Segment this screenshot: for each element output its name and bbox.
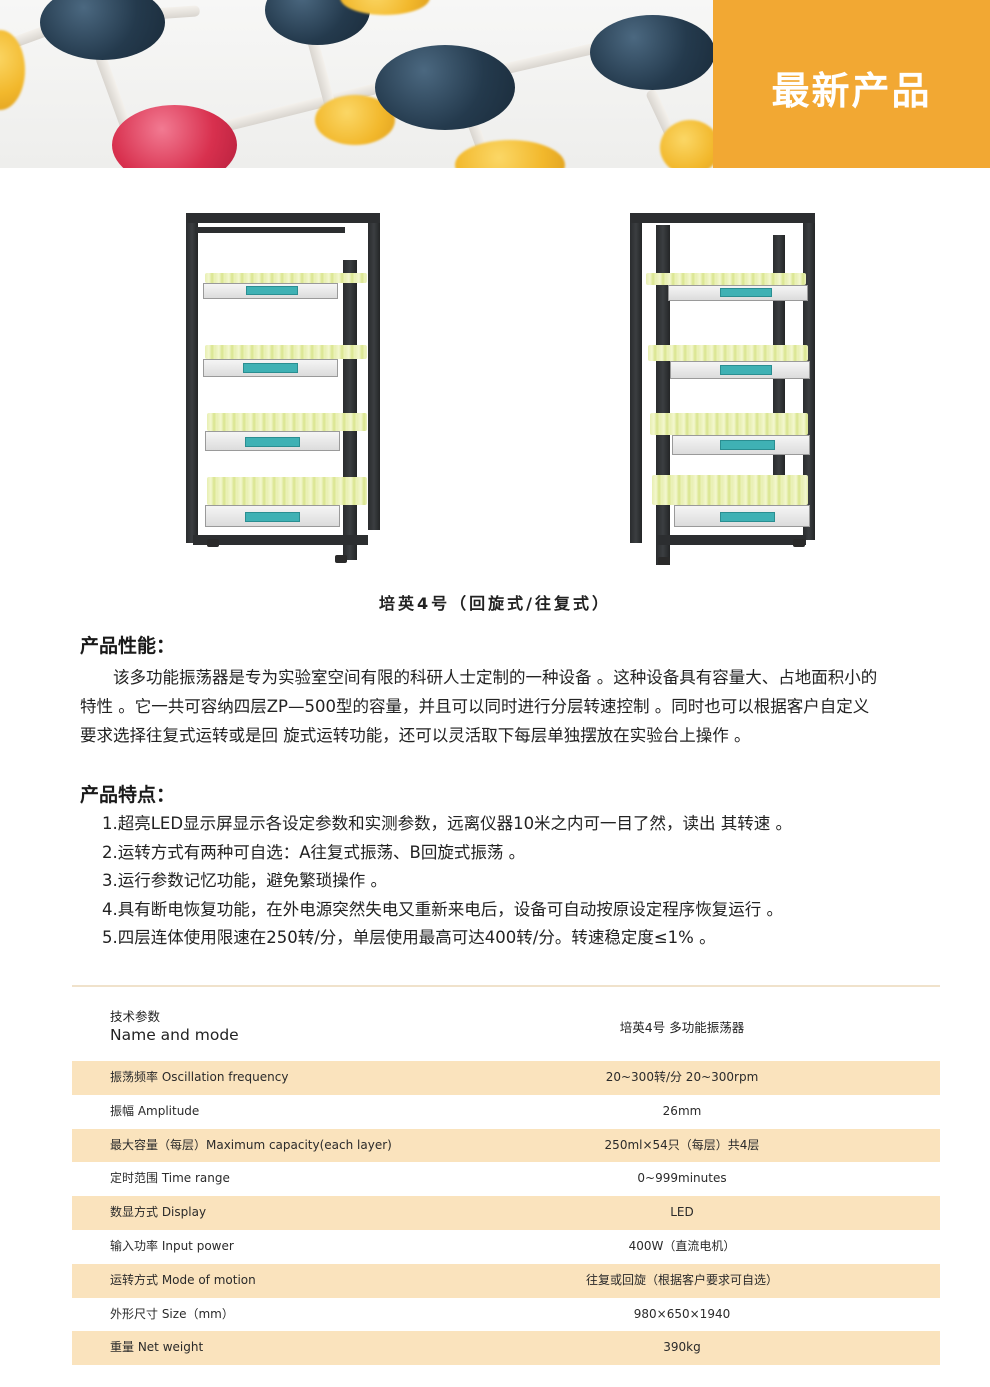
spec-name: 数显方式 Display [110, 1205, 207, 1220]
table-row: 运转方式 Mode of motion 往复或回旋（根据客户要求可自选） [72, 1263, 940, 1298]
table-row: 重量 Net weight 390kg [72, 1331, 940, 1366]
feature-item: 2.运转方式有两种可自选：A往复式振荡、B回旋式振荡 。 [102, 842, 526, 862]
flask-row [207, 413, 367, 431]
table-row: 定时范围 Time range 0~999minutes [72, 1162, 940, 1196]
spec-name: 振荡频率 Oscillation frequency [110, 1070, 289, 1084]
rack-post [630, 223, 642, 543]
performance-line-text: 要求选择往复式运转或是回 旋式运转功能，还可以灵活取下每层单独摆放在实验台上操作… [80, 726, 751, 745]
molecule-banner-image [0, 0, 713, 168]
spec-value: 390kg [663, 1340, 701, 1355]
performance-line-text: 特性 。它一共可容纳四层ZP—500型的容量，并且可以同时进行分层转速控制 。同… [80, 697, 870, 716]
molecule-atom [590, 15, 713, 90]
spec-table-header: 技术参数 Name and mode 培英4号 多功能振荡器 [72, 995, 940, 1061]
molecule-atom [375, 45, 515, 130]
flask-row [648, 345, 808, 361]
rack-beam [630, 213, 815, 223]
rack-foot [335, 555, 347, 563]
flask-row [207, 477, 367, 505]
flask-row [205, 273, 367, 283]
led-display-panel [243, 363, 298, 373]
spec-header-label: 技术参数 Name and mode [110, 1009, 239, 1045]
feature-item: 3.运行参数记忆功能，避免繁琐操作 。 [102, 871, 387, 890]
feature-item: 4.具有断电恢复功能，在外电源突然失电又重新来电后，设备可自动按原设定程序恢复运… [102, 899, 783, 919]
table-row: 输入功率 Input power 400W（直流电机） [72, 1230, 940, 1264]
feature-item: 1.超亮LED显示屏显示各设定参数和实测参数，远离仪器10米之内可一目了然，读出… [102, 814, 793, 833]
product-image-side [628, 205, 818, 565]
rack-post [343, 260, 357, 560]
section-divider [72, 985, 940, 987]
molecule-atom [455, 140, 565, 168]
spec-value: 26mm [662, 1103, 702, 1118]
spec-name: 重量 Net weight [110, 1340, 204, 1355]
rack-foot [658, 557, 670, 565]
performance-heading: 产品性能： [80, 635, 176, 657]
spec-header-en: Name and mode [110, 1026, 239, 1044]
table-row: 数显方式 Display LED [72, 1196, 940, 1230]
page-title: 最新产品 [771, 69, 932, 113]
molecule-atom [340, 0, 430, 15]
flask-row [205, 345, 367, 359]
rack-post [186, 213, 198, 543]
spec-value: 400W（直流电机） [628, 1238, 736, 1253]
molecule-atom [40, 0, 165, 60]
spec-value: 20~300转/分 20~300rpm [605, 1070, 759, 1084]
rack-foot [207, 539, 219, 547]
spec-name: 最大容量（每层）Maximum capacity(each layer) [110, 1137, 392, 1152]
spec-name: 定时范围 Time range [110, 1171, 230, 1186]
molecule-atom [660, 120, 713, 168]
flask-row [646, 273, 806, 285]
table-row: 最大容量（每层）Maximum capacity(each layer) 250… [72, 1128, 940, 1163]
spec-value: 250ml×54只（每层）共4层 [604, 1137, 760, 1152]
spec-name: 振幅 Amplitude [110, 1103, 200, 1118]
spec-value: 0~999minutes [637, 1171, 727, 1186]
spec-name: 外形尺寸 Size（mm） [110, 1306, 234, 1321]
spec-header-cn: 技术参数 [110, 1009, 161, 1024]
flask-row [650, 413, 808, 435]
header-title-box: 最新产品 [713, 0, 990, 168]
performance-line: 特性 。它一共可容纳四层ZP—500型的容量，并且可以同时进行分层转速控制 。同… [80, 692, 950, 721]
header-banner: 最新产品 [0, 0, 990, 168]
flask-row [652, 475, 808, 505]
performance-line: 该多功能振荡器是专为实验室空间有限的科研人士定制的一种设备 。这种设备具有容量大… [80, 663, 950, 692]
feature-item: 5.四层连体使用限速在250转/分，单层使用最高可达400转/分。转速稳定度≤1… [102, 928, 716, 947]
features-heading: 产品特点： [80, 784, 176, 806]
spec-header-model: 培英4号 多功能振荡器 [619, 1020, 745, 1035]
spec-value: 980×650×1940 [633, 1306, 731, 1321]
rack-foot [793, 539, 805, 547]
product-caption: 培英4号（回旋式/往复式） [379, 594, 611, 613]
table-row: 外形尺寸 Size（mm） 980×650×1940 [72, 1298, 940, 1332]
spec-value: 往复或回旋（根据客户要求可自选） [585, 1272, 778, 1287]
led-display-panel [245, 512, 300, 522]
rack-beam [186, 213, 380, 223]
led-display-panel [720, 365, 772, 375]
features-list: 1.超亮LED显示屏显示各设定参数和实测参数，远离仪器10米之内可一目了然，读出… [102, 810, 952, 953]
rack-beam [656, 535, 806, 545]
product-image-front [183, 205, 383, 565]
led-display-panel [720, 440, 775, 450]
table-row: 振幅 Amplitude 26mm [72, 1095, 940, 1129]
performance-line: 要求选择往复式运转或是回 旋式运转功能，还可以灵活取下每层单独摆放在实验台上操作… [80, 721, 950, 750]
led-display-panel [246, 286, 298, 295]
rack-beam [195, 227, 345, 233]
rack-beam [193, 535, 368, 545]
performance-line-text: 该多功能振荡器是专为实验室空间有限的科研人士定制的一种设备 。这种设备具有容量大… [113, 668, 878, 687]
led-display-panel [720, 288, 772, 297]
spec-name: 运转方式 Mode of motion [110, 1272, 256, 1287]
performance-paragraph: 该多功能振荡器是专为实验室空间有限的科研人士定制的一种设备 。这种设备具有容量大… [80, 663, 950, 750]
led-display-panel [245, 437, 300, 447]
rack-post [368, 215, 380, 530]
spec-value: LED [670, 1205, 694, 1220]
spec-name: 输入功率 Input power [110, 1238, 234, 1253]
spec-table: 技术参数 Name and mode 培英4号 多功能振荡器 振荡频率 Osci… [72, 995, 940, 1366]
molecule-atom [112, 105, 237, 168]
table-row: 振荡频率 Oscillation frequency 20~300转/分 20~… [72, 1061, 940, 1095]
led-display-panel [720, 512, 775, 522]
